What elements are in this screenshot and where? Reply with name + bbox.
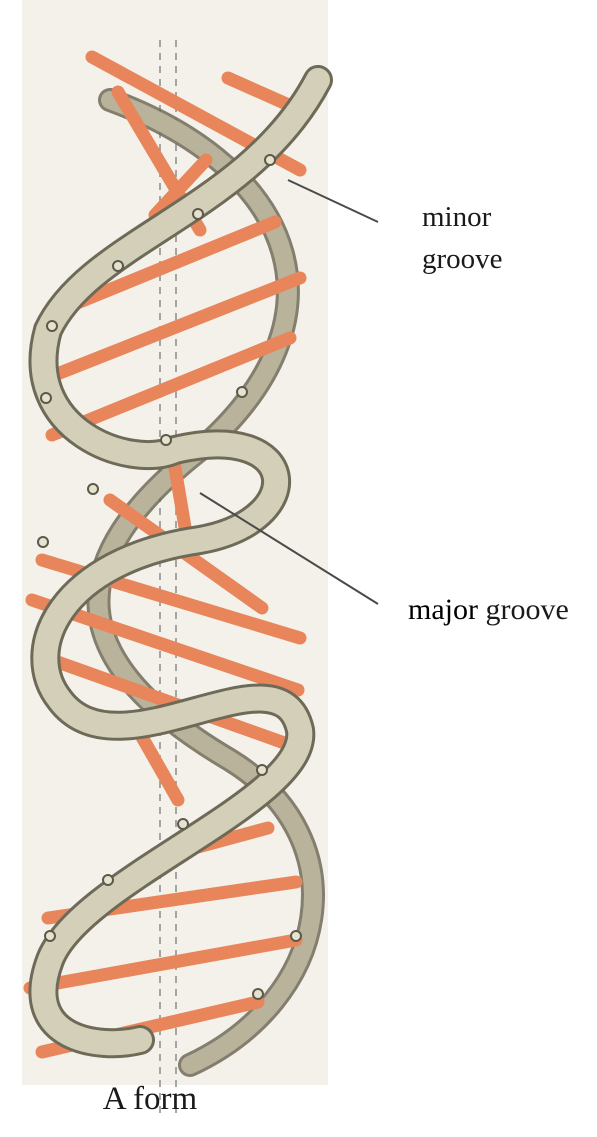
phosphate-circle-icon <box>265 155 275 165</box>
minor-groove-label-line1: minor <box>422 196 503 238</box>
major-groove-label: major groove <box>408 592 569 628</box>
phosphate-circle-icon <box>113 261 123 271</box>
major-groove-label-word1: major <box>408 593 478 626</box>
phosphate-circle-icon <box>45 931 55 941</box>
phosphate-circle-icon <box>253 989 263 999</box>
phosphate-circle-icon <box>291 931 301 941</box>
phosphate-circle-icon <box>103 875 113 885</box>
minor-groove-label-line2: groove <box>422 238 503 280</box>
phosphate-circle-icon <box>237 387 247 397</box>
phosphate-circle-icon <box>38 537 48 547</box>
major-groove-label-word2: groove <box>485 593 568 626</box>
phosphate-circle-icon <box>193 209 203 219</box>
phosphate-circle-icon <box>257 765 267 775</box>
phosphate-circle-icon <box>161 435 171 445</box>
phosphate-circle-icon <box>88 484 98 494</box>
phosphate-circle-icon <box>47 321 57 331</box>
phosphate-circle-icon <box>178 819 188 829</box>
minor-groove-label: minor groove <box>422 196 503 280</box>
phosphate-circle-icon <box>41 393 51 403</box>
diagram-caption: A form <box>0 1080 300 1120</box>
